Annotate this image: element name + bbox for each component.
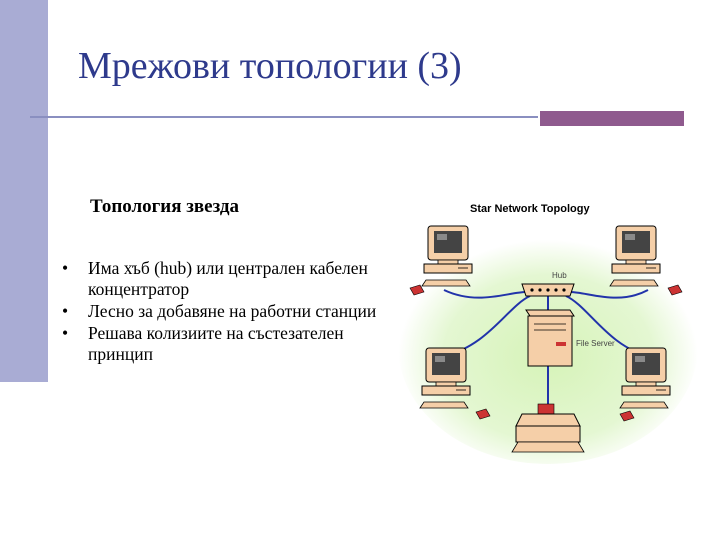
title-divider-accent	[540, 111, 684, 126]
printer	[511, 403, 585, 453]
bullet-marker: •	[62, 258, 69, 278]
bullet-text: Има хъб (hub) или централен кабелен конц…	[88, 258, 368, 299]
bullet-item: • Лесно за добавяне на работни станции	[62, 301, 382, 322]
title-divider	[30, 116, 538, 118]
file-server-label: File Server	[576, 339, 615, 348]
bullet-marker: •	[62, 301, 69, 321]
bullet-text: Лесно за добавяне на работни станции	[88, 301, 377, 321]
left-sidebar-bar	[0, 0, 48, 382]
bullet-item: • Решава колизиите на състезателен принци…	[62, 323, 382, 365]
diagram-title: Star Network Topology	[470, 203, 590, 215]
bullet-marker: •	[62, 323, 69, 343]
bullet-list: • Има хъб (hub) или централен кабелен кон…	[62, 258, 382, 366]
bullet-item: • Има хъб (hub) или централен кабелен кон…	[62, 258, 382, 300]
bullet-text: Решава колизиите на състезателен принцип	[88, 323, 344, 364]
section-subtitle: Топология звезда	[90, 196, 240, 217]
hub-label: Hub	[552, 271, 567, 280]
page-title: Мрежови топологии (3)	[78, 45, 462, 87]
star-topology-diagram: Star Network Topology Hub File Server	[398, 203, 698, 464]
file-server	[525, 309, 575, 367]
hub-device	[521, 283, 575, 297]
